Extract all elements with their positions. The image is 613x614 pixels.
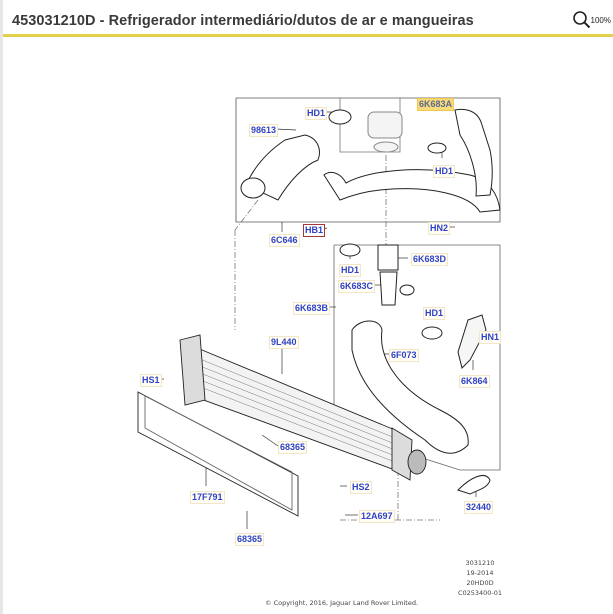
callout-12a697[interactable]: 12A697 [359, 510, 395, 523]
callout-32440[interactable]: 32440 [464, 501, 494, 514]
callout-hs1[interactable]: HS1 [140, 374, 162, 387]
callout-9l440[interactable]: 9L440 [269, 336, 299, 349]
callout-hn2[interactable]: HN2 [428, 222, 451, 235]
callout-98613[interactable]: 98613 [249, 124, 279, 137]
callout-68365[interactable]: 68365 [235, 533, 265, 546]
callout-68365[interactable]: 68365 [278, 441, 308, 454]
callout-hd1[interactable]: HD1 [305, 107, 328, 120]
magnifier-icon [572, 10, 592, 30]
left-border [0, 0, 3, 614]
header-underline [3, 34, 613, 37]
callout-hs2[interactable]: HS2 [350, 481, 372, 494]
callout-17f791[interactable]: 17F791 [190, 491, 225, 504]
callout-hd1[interactable]: HD1 [339, 264, 362, 277]
callout-6k683a[interactable]: 6K683A [417, 98, 455, 111]
ref-code-3: 20HD0D [466, 579, 494, 587]
copyright-notice: © Copyright, 2016, Jaguar Land Rover Lim… [265, 599, 419, 607]
zoom-control[interactable]: 100% [572, 10, 611, 30]
callout-6k683b[interactable]: 6K683B [293, 302, 331, 315]
callout-6c646[interactable]: 6C646 [269, 234, 300, 247]
ref-code-1: 3031210 [465, 559, 495, 567]
ref-code-2: 19-2014 [466, 569, 494, 577]
zoom-level: 100% [590, 16, 611, 25]
header-bar: 453031210D - Refrigerador intermediário/… [3, 0, 613, 36]
callout-hn1[interactable]: HN1 [479, 331, 502, 344]
callout-hb1[interactable]: HB1 [303, 224, 326, 237]
callout-hd1[interactable]: HD1 [423, 307, 446, 320]
callout-hd1[interactable]: HD1 [433, 165, 456, 178]
callout-6f073[interactable]: 6F073 [389, 349, 419, 362]
callout-6k683d[interactable]: 6K683D [411, 253, 449, 266]
page-title: 453031210D - Refrigerador intermediário/… [12, 13, 474, 29]
ref-code-4: C0253400-01 [457, 589, 503, 597]
callout-6k683c[interactable]: 6K683C [338, 280, 376, 293]
callout-6k864[interactable]: 6K864 [459, 375, 490, 388]
